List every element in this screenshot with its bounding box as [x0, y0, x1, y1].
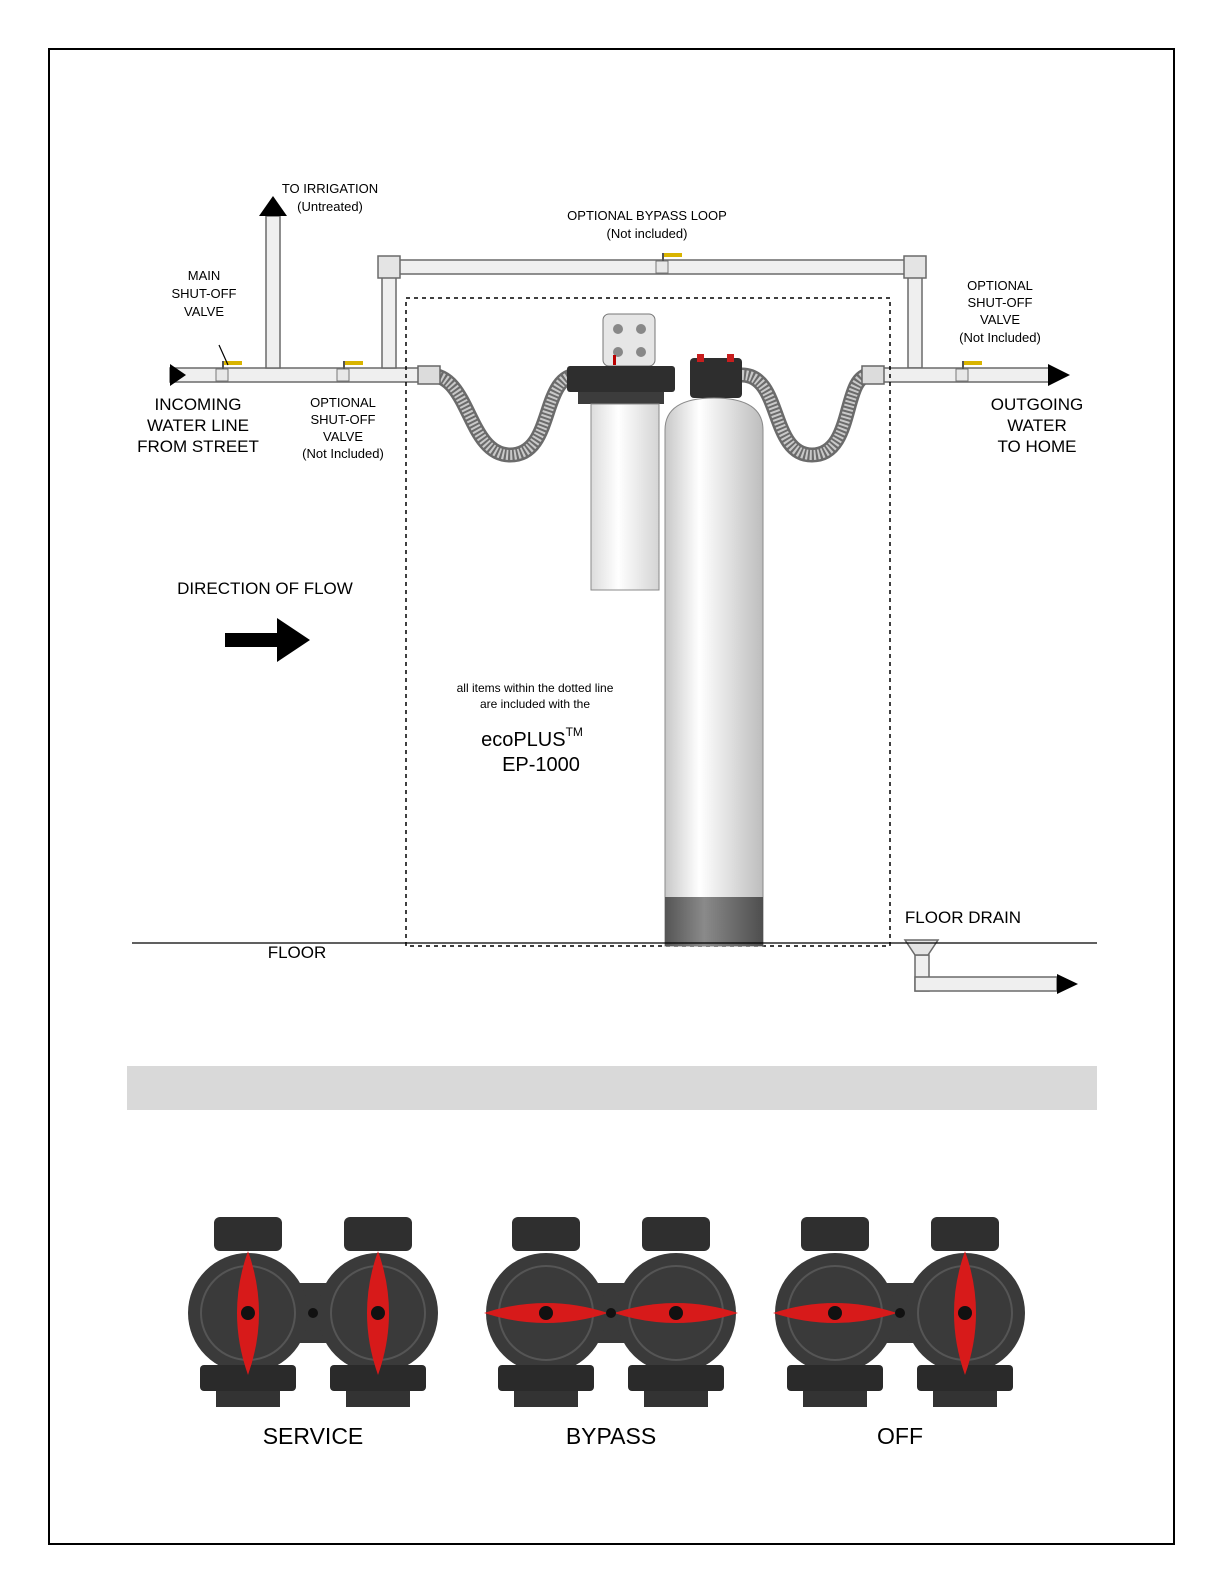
shut-off-valves [215, 252, 983, 382]
service-valve-assembly [188, 1217, 438, 1407]
floor-drain-label: FLOOR DRAIN [905, 908, 1021, 927]
irrigation-arrow-icon [259, 196, 287, 216]
sediment-filter [567, 313, 675, 591]
bypass-valve-assembly [484, 1217, 738, 1407]
valve-position-labels: SERVICE BYPASS OFF [263, 1423, 923, 1449]
bypass-valve-positions [188, 1217, 1025, 1407]
flow-arrows [170, 196, 1078, 994]
direction-of-flow-label: DIRECTION OF FLOW [177, 579, 353, 598]
to-irrigation-label: TO IRRIGATION(Untreated) [282, 181, 378, 214]
incoming-arrow-icon [170, 364, 186, 386]
included-items-boundary [405, 297, 891, 947]
model-label: EP-1000 [502, 754, 580, 776]
floor-label: FLOOR [268, 943, 327, 962]
off-valve-assembly [773, 1217, 1025, 1407]
page-frame [48, 48, 1175, 1545]
section-divider-band [127, 1066, 1097, 1110]
service-position-label: SERVICE [263, 1423, 364, 1449]
flexible-hoses [417, 365, 885, 463]
direction-of-flow-arrow-icon [225, 618, 310, 662]
off-position-label: OFF [877, 1423, 923, 1449]
water-treatment-tank [664, 354, 764, 947]
product-name-label: ecoPLUSTM [481, 725, 583, 751]
bypass-position-label: BYPASS [566, 1423, 656, 1449]
bypass-loop-label: OPTIONAL BYPASS LOOP(Not included) [567, 208, 727, 241]
drain-arrow-icon [1057, 974, 1078, 994]
outgoing-arrow-icon [1048, 364, 1070, 386]
main-water-line [169, 215, 1058, 992]
